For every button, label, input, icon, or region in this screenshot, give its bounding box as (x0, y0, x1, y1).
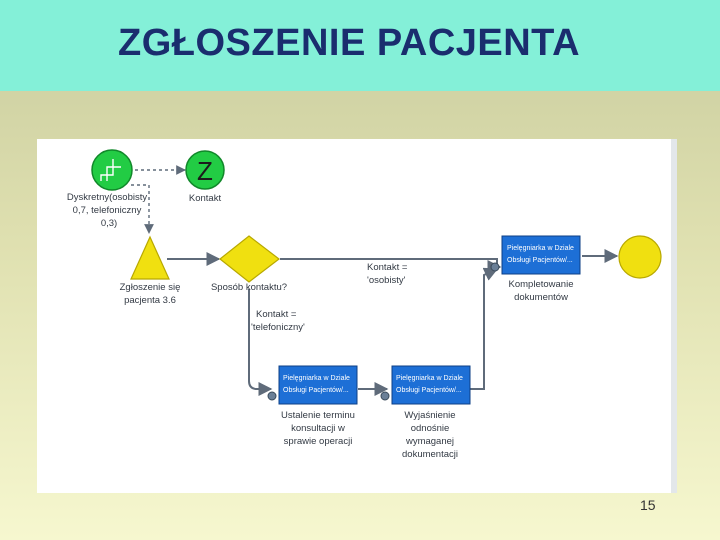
trigger-label-2: pacjenta 3.6 (124, 295, 176, 306)
start-event-label-3: 0,3) (101, 218, 117, 229)
diagram-canvas: Dyskretny(osobisty 0,7, telefoniczny 0,3… (67, 149, 662, 460)
branch-personal-label-1: Kontakt = (367, 262, 408, 273)
branch-phone-label-2: 'telefoniczny' (251, 322, 305, 333)
end-event (618, 235, 662, 279)
task-consultation-header-1: Pielęgniarka w Dziale (283, 375, 350, 382)
task-explanation-marker (380, 391, 390, 401)
timer-icon (100, 159, 121, 181)
page-number: 15 (640, 497, 656, 513)
branch-personal-label-2: 'osobisty' (367, 275, 406, 286)
task-consultation-label-3: sprawie operacji (284, 436, 353, 447)
task-documents-marker (490, 262, 500, 272)
flow-phone (248, 289, 273, 396)
task-explanation-header-1: Pielęgniarka w Dziale (396, 375, 463, 382)
task-documents-header-1: Pielęgniarka w Dziale (507, 245, 574, 252)
task-documents-header-2: Obsługi Pacjentów/... (507, 257, 573, 264)
z-symbol: Z (197, 156, 213, 186)
flow-explanation-to-documents (470, 267, 499, 390)
z-event: Z (185, 150, 225, 190)
task-documents-label-1: Kompletowanie (509, 279, 574, 290)
decision-diamond (219, 235, 280, 283)
task-explanation-label-2: odnośnie (411, 423, 450, 434)
task-explanation-label-1: Wyjaśnienie (404, 410, 455, 421)
panel-edge (671, 139, 677, 493)
start-event (91, 149, 133, 191)
task-explanation-label-3: wymaganej (405, 436, 454, 447)
task-consultation-label-1: Ustalenie terminu (281, 410, 355, 421)
trigger-label-1: Zgłoszenie się (120, 282, 181, 293)
z-event-label: Kontakt (189, 193, 222, 204)
start-event-label-1: Dyskretny(osobisty (67, 192, 147, 203)
start-event-label-2: 0,7, telefoniczny (73, 205, 142, 216)
task-consultation: Pielęgniarka w Dziale Obsługi Pacjentów/… (267, 365, 358, 405)
task-explanation-label-4: dokumentacji (402, 449, 458, 460)
dashed-link-to-trigger (131, 184, 154, 234)
trigger-triangle (130, 235, 170, 280)
slide-title: ZGŁOSZENIE PACJENTA (118, 22, 581, 64)
task-explanation: Pielęgniarka w Dziale Obsługi Pacjentów/… (380, 365, 471, 405)
task-consultation-label-2: konsultacji w (291, 423, 345, 434)
process-diagram: Dyskretny(osobisty 0,7, telefoniczny 0,3… (37, 139, 677, 493)
task-documents-label-2: dokumentów (514, 292, 568, 303)
task-explanation-header-2: Obsługi Pacjentów/... (396, 387, 462, 394)
title-bar: ZGŁOSZENIE PACJENTA (0, 0, 720, 91)
task-documents: Pielęgniarka w Dziale Obsługi Pacjentów/… (490, 235, 581, 275)
task-consultation-header-2: Obsługi Pacjentów/... (283, 387, 349, 394)
task-consultation-marker (267, 391, 277, 401)
branch-phone-label-1: Kontakt = (256, 309, 297, 320)
decision-label: Sposób kontaktu? (211, 282, 287, 293)
